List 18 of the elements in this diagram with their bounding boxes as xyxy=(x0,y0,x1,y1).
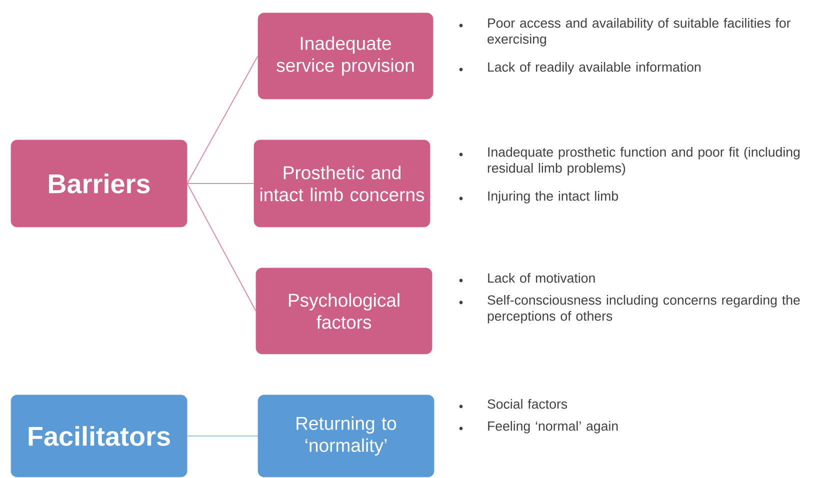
category-box: Facilitators xyxy=(10,394,188,478)
theme-box: Prosthetic and intact limb concerns xyxy=(254,140,430,228)
connector-line xyxy=(186,182,254,184)
bullet-item: Feeling ‘normal’ again xyxy=(459,421,618,434)
connector-line xyxy=(186,56,258,184)
bullet-item: Inadequate prosthetic function and poor fit (including residual limb problems) xyxy=(459,147,800,176)
connector-line xyxy=(186,182,256,312)
bullet-item: Injuring the intact limb xyxy=(459,191,618,204)
bullet-item: Lack of motivation xyxy=(459,273,595,283)
connector-line xyxy=(186,435,258,436)
theme-box: Returning to ‘normality’ xyxy=(258,394,434,478)
theme-box: Psychological factors xyxy=(256,268,432,354)
bullet-item: Poor access and availability of suitable facilities for exercising xyxy=(459,18,791,46)
bullet-item: Lack of readily available information xyxy=(459,62,700,74)
category-box: Barriers xyxy=(10,140,188,228)
theme-box: Inadequate service provision xyxy=(258,12,434,100)
bullet-item: Self-consciousness including concerns regarding the perceptions of others xyxy=(459,295,800,324)
bullet-item: Social factors xyxy=(459,399,568,409)
